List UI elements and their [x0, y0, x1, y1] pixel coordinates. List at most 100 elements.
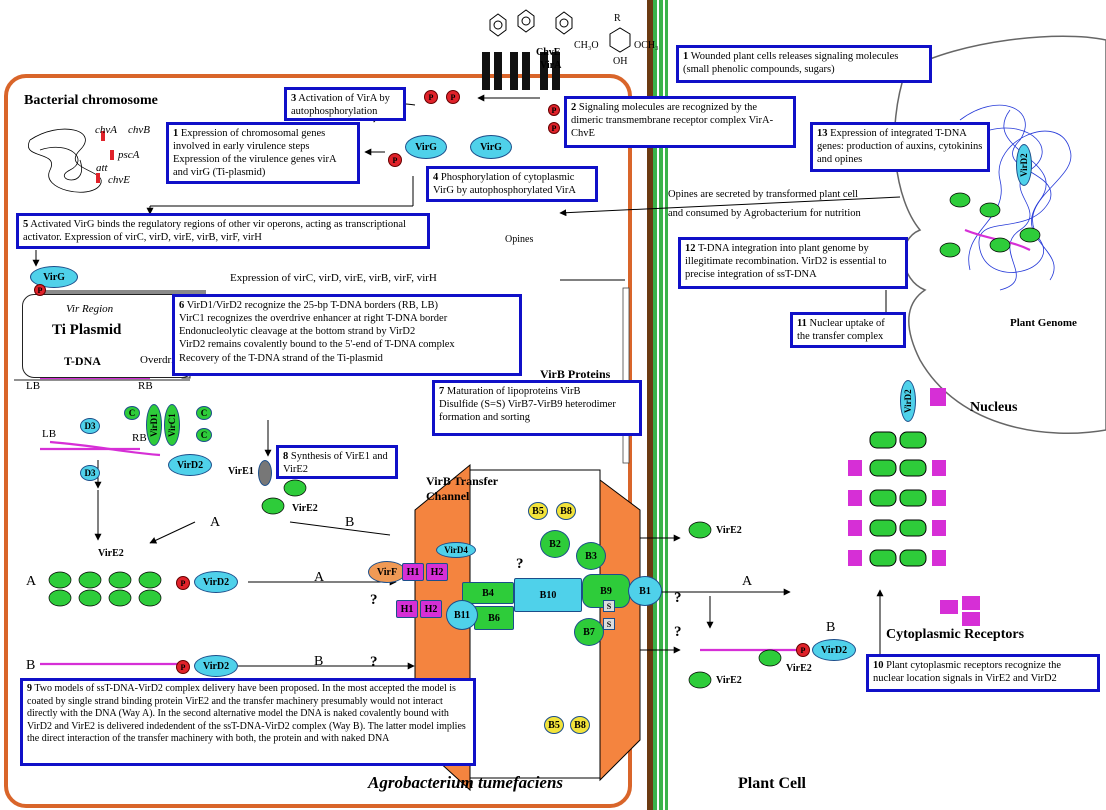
pscA-label: pscA: [118, 149, 140, 161]
virE2-label-3: VirE2: [716, 525, 742, 536]
virG-oval-2: VirG: [470, 135, 512, 159]
virC1-oval: VirC1: [164, 404, 180, 446]
cytoplasmic-receptors-label: Cytoplasmic Receptors: [886, 627, 1025, 642]
step-2-num: 2: [571, 102, 577, 113]
plant-genome-label: Plant Genome: [1010, 317, 1077, 329]
step-7-line-1: Maturation of lipoproteins VirB: [446, 386, 581, 397]
nuclear-import-complexes: [848, 388, 980, 626]
phospho-dot-1: P: [424, 90, 438, 104]
b3-oval: B3: [576, 542, 606, 570]
step-11-num: 11: [797, 318, 807, 329]
h1-box-2: H1: [396, 600, 418, 618]
step-6-line-1: VirD1/VirD2 recognize the 25-bp T-DNA bo…: [186, 300, 438, 311]
expression-line: Expression of virC, virD, virE, virB, vi…: [230, 272, 437, 284]
opines-secreted-line: Opines are secreted by transformed plant…: [668, 189, 859, 200]
virE2-coating: [48, 192, 1041, 689]
step-12-text: T-DNA integration into plant genome by i…: [685, 243, 887, 281]
step-5-text: Activated VirG binds the regulatory regi…: [23, 219, 406, 244]
chve-label: ChvE: [536, 47, 561, 58]
step-1-box: 1 Wounded plant cells releases signaling…: [676, 45, 932, 83]
step-6-box: 6 VirD1/VirD2 recognize the 25-bp T-DNA …: [172, 294, 522, 376]
virb-sorting-dots: [622, 287, 630, 464]
phospho-dot-5: P: [388, 153, 402, 167]
virF-oval: VirF: [368, 561, 406, 583]
nucleus: [893, 35, 1106, 435]
step-2-text: Signaling molecules are recognized by th…: [571, 102, 774, 140]
step-6-line-3: Endonucleolytic cleavage at the bottom s…: [179, 326, 416, 338]
step-3-num: 3: [291, 93, 297, 104]
step-8-text: Synthesis of VirE1 and VirE2: [283, 451, 388, 476]
virE2-label-2: VirE2: [98, 548, 124, 559]
b7-oval: B7: [574, 618, 604, 646]
step-1-num: 1: [683, 51, 689, 62]
chvA-label: chvA: [95, 124, 117, 136]
nucleus-label: Nucleus: [970, 400, 1018, 415]
step-e1-num: 1: [173, 128, 179, 139]
step-13-box: 13 Expression of integrated T-DNA genes:…: [810, 122, 990, 172]
lb-label-2: LB: [42, 428, 57, 440]
rb-label-2: RB: [132, 432, 147, 444]
way-a-top: A: [210, 515, 221, 530]
chvE-gene-label: chvE: [108, 174, 130, 186]
phenolic-och3-label: OCH₃: [634, 40, 659, 51]
opines-consumed-line: and consumed by Agrobacterium for nutrit…: [668, 208, 861, 219]
way-b-top: B: [345, 515, 355, 530]
phenolic-ch3o-label: CH₃O: [574, 40, 599, 51]
step-1-text: Wounded plant cells releases signaling m…: [683, 51, 899, 76]
way-a-left: A: [26, 574, 37, 589]
tdna-label: T-DNA: [64, 354, 101, 368]
c-oval-3: C: [196, 428, 212, 442]
question-mark-a: ?: [370, 592, 378, 608]
step-e1-box: 1 Expression of chromosomal genes involv…: [166, 122, 360, 184]
step-9-text: Two models of ssT-DNA-VirD2 complex deli…: [27, 683, 466, 744]
chvB-label: chvB: [128, 124, 150, 136]
virE1-oval: [258, 460, 272, 486]
phospho-dot-4: P: [548, 122, 560, 134]
step-11-text: Nuclear uptake of the transfer complex: [797, 318, 885, 343]
virD1-oval: VirD1: [146, 404, 162, 446]
way-b-right: B: [826, 620, 836, 635]
phospho-dot-9: P: [796, 643, 810, 657]
way-a-mid: A: [314, 570, 325, 585]
step-3-box: 3 Activation of VirA by autophosphorylat…: [284, 87, 406, 121]
virD2-genome-oval: VirD2: [1016, 144, 1032, 186]
step-7-num: 7: [439, 386, 445, 397]
virD2-oval-a: VirD2: [194, 571, 238, 593]
plant-cell-wall: [647, 0, 668, 810]
step-4-box: 4 Phosphorylation of cytoplasmic VirG by…: [426, 166, 598, 202]
step-13-text: Expression of integrated T-DNA genes: pr…: [817, 128, 983, 166]
step-8-num: 8: [283, 451, 289, 462]
vir-region-label: Vir Region: [66, 303, 114, 315]
chvE-locus: [96, 173, 100, 183]
lb-label: LB: [26, 380, 41, 392]
h1-box-1: H1: [402, 563, 424, 581]
step-6-line-5: Recovery of the T-DNA strand of the Ti-p…: [179, 352, 383, 364]
virD2-oval-ss: VirD2: [168, 454, 212, 476]
dna-strands: [14, 228, 1031, 666]
step-6-line-4: VirD2 remains covalently bound to the 5'…: [179, 339, 455, 351]
phenolic-oh-label: OH: [613, 56, 628, 67]
step-10-text: Plant cytoplasmic receptors recognize th…: [873, 660, 1062, 685]
step-7-line-2: Disulfide (S=S) VirB7-VirB9 heterodimer …: [439, 399, 616, 424]
b6-box: B6: [474, 606, 514, 630]
way-b-left: B: [26, 658, 36, 673]
h2-box-1: H2: [426, 563, 448, 581]
c-oval-1: C: [124, 406, 140, 420]
b5-oval-1: B5: [528, 502, 548, 520]
phospho-dot-6: P: [34, 284, 46, 296]
virD2-oval-b: VirD2: [194, 655, 238, 677]
virE2-label-5: VirE2: [786, 663, 812, 674]
s-bond-1: S: [603, 600, 615, 612]
step-10-num: 10: [873, 660, 884, 671]
virG-oval-3: VirG: [30, 266, 78, 288]
h2-box-2: H2: [420, 600, 442, 618]
virD4-oval: VirD4: [436, 542, 476, 558]
chromosome-scribble: [28, 128, 102, 193]
d3-oval-2: D3: [80, 465, 100, 481]
step-5-box: 5 Activated VirG binds the regulatory re…: [16, 213, 430, 249]
opines-label: Opines: [505, 234, 534, 245]
vira-chve-receptor: [482, 52, 560, 90]
step-4-text: Phosphorylation of cytoplasmic VirG by a…: [433, 172, 576, 197]
bacterial-chromosome-label: Bacterial chromosome: [24, 93, 158, 108]
c-oval-2: C: [196, 406, 212, 420]
